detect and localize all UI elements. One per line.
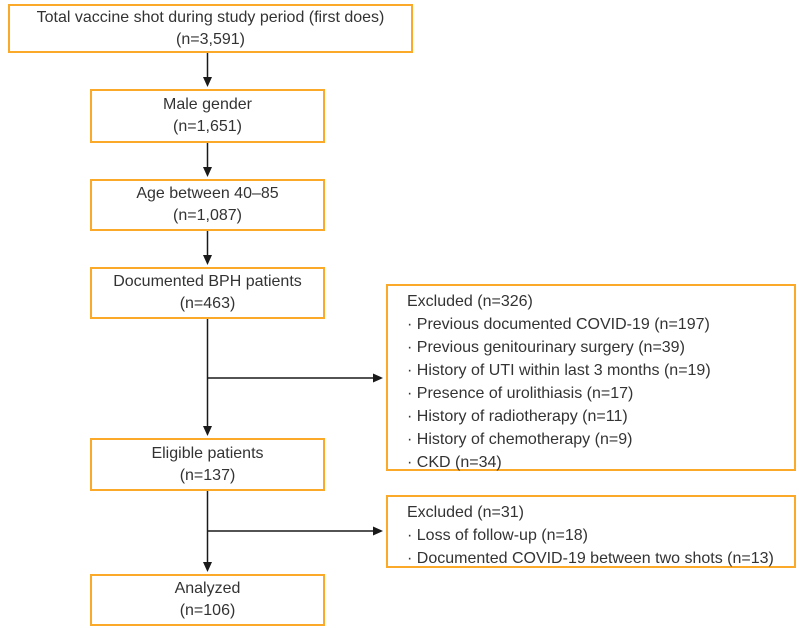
flow-box-label: Analyzed xyxy=(174,580,241,597)
flow-box-label: Eligible patients xyxy=(151,444,264,462)
flow-box-total-vaccine: Total vaccine shot during study period (… xyxy=(8,4,413,53)
excluded-box-2: Excluded (n=31) · Loss of follow-up (n=1… xyxy=(386,495,796,568)
flow-box-analyzed: Analyzed (n=106) xyxy=(90,574,325,626)
flow-box-count: (n=1,087) xyxy=(173,207,242,224)
excluded-item: · History of chemotherapy (n=9) xyxy=(407,431,633,448)
excluded-item: · Presence of urolithiasis (n=17) xyxy=(407,385,634,402)
flow-box-bph-patients: Documented BPH patients (n=463) xyxy=(90,267,325,319)
flow-box-label: Age between 40–85 xyxy=(136,185,279,202)
excluded-item: · History of UTI within last 3 months (n… xyxy=(407,362,711,379)
excluded-title: Excluded (n=31) xyxy=(407,504,524,521)
flow-box-eligible-patients: Eligible patients (n=137) xyxy=(90,438,325,491)
excluded-item: · CKD (n=34) xyxy=(407,454,502,471)
flow-box-count: (n=137) xyxy=(179,466,236,484)
flow-box-label: Documented BPH patients xyxy=(113,273,302,290)
excluded-box-1: Excluded (n=326) · Previous documented C… xyxy=(386,284,796,471)
flow-box-count: (n=3,591) xyxy=(176,30,245,48)
flow-box-male-gender: Male gender (n=1,651) xyxy=(90,89,325,143)
flow-box-age-range: Age between 40–85 (n=1,087) xyxy=(90,179,325,231)
flow-box-count: (n=106) xyxy=(179,602,236,619)
flow-box-label: Total vaccine shot during study period (… xyxy=(36,8,385,26)
flow-box-count: (n=463) xyxy=(179,295,236,312)
excluded-item: · Loss of follow-up (n=18) xyxy=(407,527,588,544)
excluded-item: · Previous genitourinary surgery (n=39) xyxy=(407,339,685,356)
flow-box-count: (n=1,651) xyxy=(173,118,242,135)
excluded-item: · Documented COVID-19 between two shots … xyxy=(407,550,774,567)
flow-box-label: Male gender xyxy=(163,96,252,113)
excluded-item: · Previous documented COVID-19 (n=197) xyxy=(407,316,710,333)
excluded-item: · History of radiotherapy (n=11) xyxy=(407,408,628,425)
excluded-title: Excluded (n=326) xyxy=(407,293,533,310)
